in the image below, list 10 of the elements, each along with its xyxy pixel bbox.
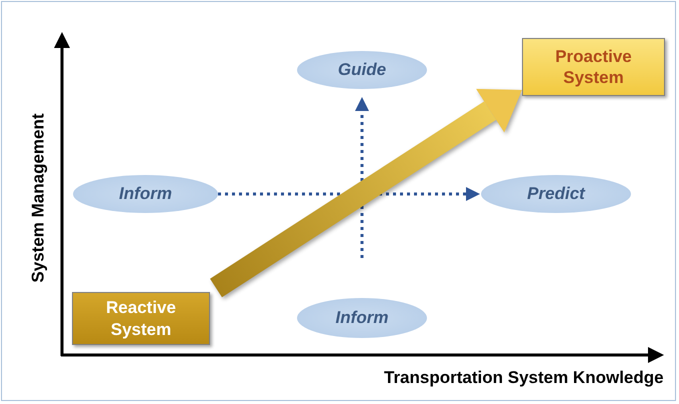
ellipse-node: Inform [73,175,218,213]
system-box: Reactive System [72,292,210,345]
ellipse-node: Predict [481,175,631,213]
dotted-arrow [355,97,369,258]
system-box: Proactive System [522,38,665,96]
axis-label: System Management [28,113,48,283]
ellipse-node: Inform [297,298,427,338]
progress-arrow [210,88,522,298]
ellipse-node: Guide [297,51,427,89]
axis-label: Transportation System Knowledge [384,368,664,388]
